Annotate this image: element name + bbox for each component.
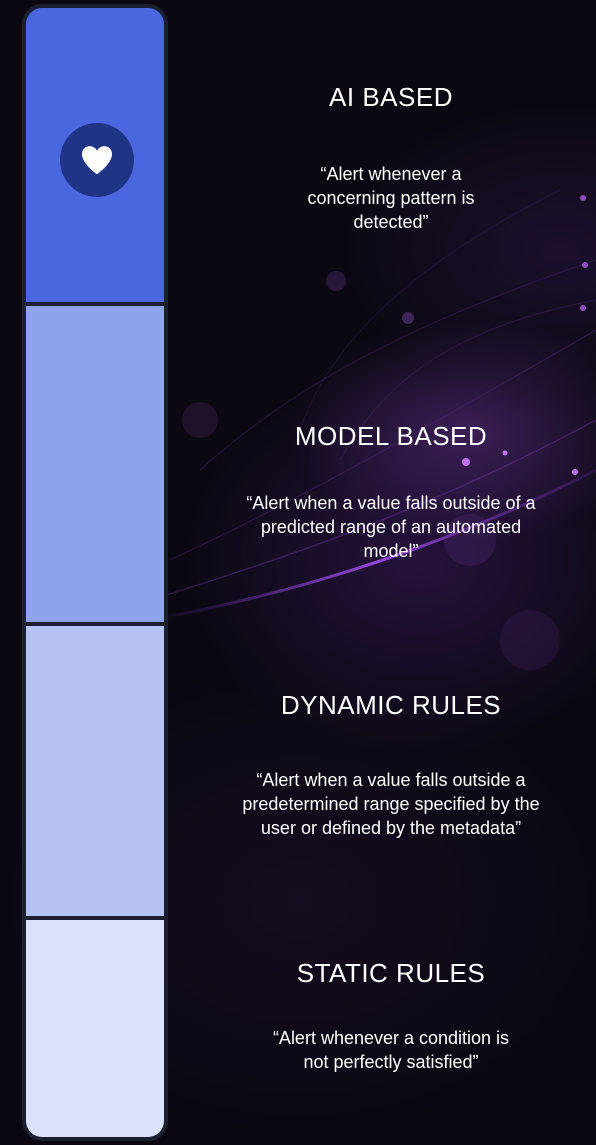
description-line: predetermined range specified by the <box>242 794 540 814</box>
segment-model-based <box>26 306 164 622</box>
description-line: concerning pattern is <box>307 188 475 208</box>
description-line: “Alert whenever a <box>320 164 462 184</box>
tier-description-dynamic-rules: “Alert when a value falls outside a pred… <box>186 768 596 840</box>
tier-title-dynamic-rules: DYNAMIC RULES <box>280 690 502 720</box>
description-line: model” <box>363 541 419 561</box>
description-line: “Alert whenever a condition is <box>272 1028 510 1048</box>
tier-level-bar <box>22 4 168 1141</box>
segment-dynamic-rules <box>26 626 164 916</box>
tier-description-static-rules: “Alert whenever a condition is not perfe… <box>186 1026 596 1074</box>
description-line: detected” <box>353 212 429 232</box>
description-line: “Alert when a value falls outside a <box>256 770 526 790</box>
description-line: user or defined by the metadata” <box>260 818 522 838</box>
tier-title-model-based: MODEL BASED <box>294 421 488 451</box>
tier-title-ai-based: AI BASED <box>329 82 453 112</box>
tier-title-static-rules: STATIC RULES <box>296 958 486 988</box>
description-line: “Alert when a value falls outside of a <box>246 493 536 513</box>
description-line: not perfectly satisfied” <box>303 1052 479 1072</box>
heart-badge <box>60 123 134 197</box>
tier-description-model-based: “Alert when a value falls outside of a p… <box>186 491 596 563</box>
segment-static-rules <box>26 920 164 1137</box>
segment-ai-based <box>26 8 164 302</box>
heart-icon <box>81 146 113 175</box>
description-line: predicted range of an automated <box>260 517 522 537</box>
tier-description-ai-based: “Alert whenever a concerning pattern is … <box>186 162 596 234</box>
